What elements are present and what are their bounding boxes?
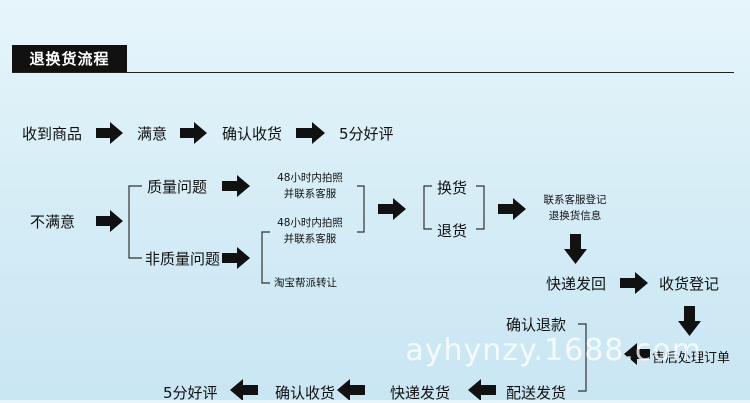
choice-bracket-right — [476, 185, 485, 230]
step-photo-contact-2: 48小时内拍照 并联系客服 — [268, 215, 352, 247]
step-quality-issue: 质量问题 — [147, 178, 208, 196]
page-title: 退换货流程 — [12, 45, 127, 73]
step-satisfied: 满意 — [137, 125, 168, 143]
step-non-quality-issue: 非质量问题 — [145, 250, 221, 268]
arrow-icon — [378, 198, 406, 220]
arrow-icon — [296, 122, 325, 144]
step-confirm-receipt-2: 确认收货 — [275, 384, 336, 402]
photo2-line-1: 48小时内拍照 — [277, 217, 343, 229]
step-exchange: 换货 — [437, 179, 468, 197]
title-divider — [12, 72, 734, 73]
option-bracket — [261, 231, 270, 284]
choice-bracket-left — [423, 185, 432, 230]
step-confirm-refund: 确认退款 — [506, 316, 567, 334]
step-express-return: 快递发回 — [546, 275, 607, 293]
watermark: ayhynzy.1688.com — [405, 333, 702, 368]
merge-bracket — [357, 185, 365, 233]
arrow-icon — [620, 272, 648, 294]
contact-line-1: 联系客服登记 — [543, 194, 607, 206]
refund-bracket — [578, 323, 587, 392]
arrow-left-icon — [624, 343, 650, 365]
step-express-ship: 快递发货 — [390, 384, 451, 402]
step-photo-contact: 48小时内拍照 并联系客服 — [268, 170, 352, 202]
arrow-left-icon — [337, 379, 365, 400]
step-five-star-2: 5分好评 — [163, 384, 218, 402]
arrow-left-icon — [468, 379, 496, 400]
step-five-star: 5分好评 — [339, 125, 394, 143]
photo2-line-2: 并联系客服 — [283, 233, 337, 245]
arrow-down-icon — [564, 234, 587, 264]
step-deliver: 配送发货 — [506, 384, 567, 402]
contact-line-2: 退换货信息 — [548, 210, 602, 222]
arrow-icon — [180, 122, 207, 144]
step-return: 退货 — [437, 222, 468, 240]
arrow-left-icon — [230, 379, 258, 400]
arrow-icon — [96, 210, 123, 232]
arrow-icon — [498, 198, 526, 220]
photo-line-1: 48小时内拍照 — [277, 172, 343, 184]
step-after-sales: 售后处理订单 — [652, 351, 731, 366]
branch-bracket — [128, 185, 142, 259]
step-received: 收到商品 — [22, 125, 83, 143]
step-contact-register: 联系客服登记 退换货信息 — [534, 192, 616, 224]
arrow-down-icon — [678, 306, 701, 336]
step-unsatisfied: 不满意 — [30, 213, 76, 231]
step-taobao-transfer: 淘宝帮派转让 — [274, 277, 337, 289]
arrow-icon — [96, 122, 123, 144]
step-confirm-receipt: 确认收货 — [222, 125, 283, 143]
step-receipt-register: 收货登记 — [659, 275, 720, 293]
arrow-icon — [222, 247, 250, 269]
arrow-icon — [222, 175, 250, 197]
photo-line-2: 并联系客服 — [283, 188, 337, 200]
